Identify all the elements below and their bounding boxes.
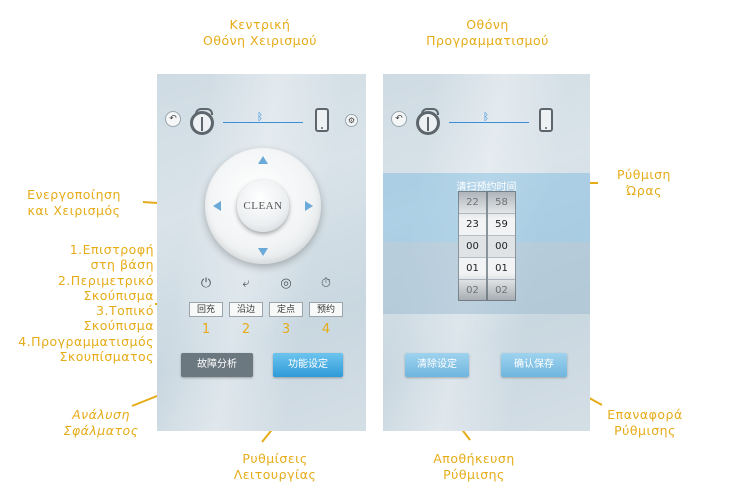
mode-number-1: 1 xyxy=(201,322,211,337)
mode-number-2: 2 xyxy=(241,322,251,337)
connection-line xyxy=(449,122,529,123)
bluetooth-icon: ᛒ xyxy=(483,112,489,123)
schedule-button[interactable]: 预约 xyxy=(309,302,343,317)
arrow-right-button[interactable] xyxy=(305,201,313,211)
arrow-left-button[interactable] xyxy=(213,201,221,211)
connection-line xyxy=(223,122,303,123)
back-button[interactable]: ↶ xyxy=(165,111,181,127)
arrow-down-button[interactable] xyxy=(258,248,268,256)
clean-button[interactable]: CLEAN xyxy=(237,180,289,232)
modes-caption: 1.Επιστροφή στη βάση 2.Περιμετρικό Σκούπ… xyxy=(18,242,154,365)
schedule-title: 清扫预约时间 xyxy=(456,182,517,193)
minute-option-selected[interactable]: 00 xyxy=(488,236,515,258)
fault-analysis-button[interactable]: 故障分析 xyxy=(181,353,253,377)
schedule-screen: ↶ ᛒ 清扫预约时间 22 23 00 01 02 58 59 00 01 02… xyxy=(383,74,590,431)
back-button[interactable]: ↶ xyxy=(391,111,407,127)
direction-pad: CLEAN xyxy=(205,148,321,264)
hour-option-selected[interactable]: 00 xyxy=(459,236,486,258)
plug-icon: ⏻ xyxy=(200,276,212,291)
minute-option[interactable]: 01 xyxy=(488,258,515,280)
minute-picker[interactable]: 58 59 00 01 02 xyxy=(487,191,516,301)
minute-option[interactable]: 58 xyxy=(488,192,515,214)
timer-icon: ⏱ xyxy=(320,276,332,291)
main-control-screen: ↶ ᛒ ⚙ CLEAN ⏻ ⤶ ◎ ⏱ 回充 沿边 定点 预约 1 2 3 4 … xyxy=(157,74,366,431)
gear-icon: ⚙ xyxy=(347,116,356,125)
perimeter-icon: ⤶ xyxy=(242,276,250,291)
minute-option[interactable]: 02 xyxy=(488,280,515,300)
hour-picker[interactable]: 22 23 00 01 02 xyxy=(458,191,487,301)
hour-option[interactable]: 02 xyxy=(459,280,486,300)
back-icon: ↶ xyxy=(395,114,403,124)
hour-option[interactable]: 01 xyxy=(459,258,486,280)
phone-device-icon xyxy=(539,108,553,132)
clear-settings-button[interactable]: 清除设定 xyxy=(405,353,469,377)
settings-button[interactable]: ⚙ xyxy=(345,114,358,127)
robot-icon xyxy=(190,108,214,135)
mode-number-4: 4 xyxy=(321,322,331,337)
arrow-up-button[interactable] xyxy=(258,156,268,164)
confirm-save-button[interactable]: 确认保存 xyxy=(501,353,567,377)
spot-clean-button[interactable]: 定点 xyxy=(269,302,303,317)
mode-number-3: 3 xyxy=(281,322,291,337)
hour-option[interactable]: 23 xyxy=(459,214,486,236)
perimeter-clean-button[interactable]: 沿边 xyxy=(229,302,263,317)
function-settings-button[interactable]: 功能设定 xyxy=(273,353,343,377)
spot-icon: ◎ xyxy=(280,276,292,291)
hour-option[interactable]: 22 xyxy=(459,192,486,214)
robot-icon xyxy=(416,108,440,135)
return-dock-button[interactable]: 回充 xyxy=(189,302,223,317)
bluetooth-icon: ᛒ xyxy=(257,112,263,123)
minute-option[interactable]: 59 xyxy=(488,214,515,236)
phone-device-icon xyxy=(315,108,329,132)
back-icon: ↶ xyxy=(169,114,177,124)
